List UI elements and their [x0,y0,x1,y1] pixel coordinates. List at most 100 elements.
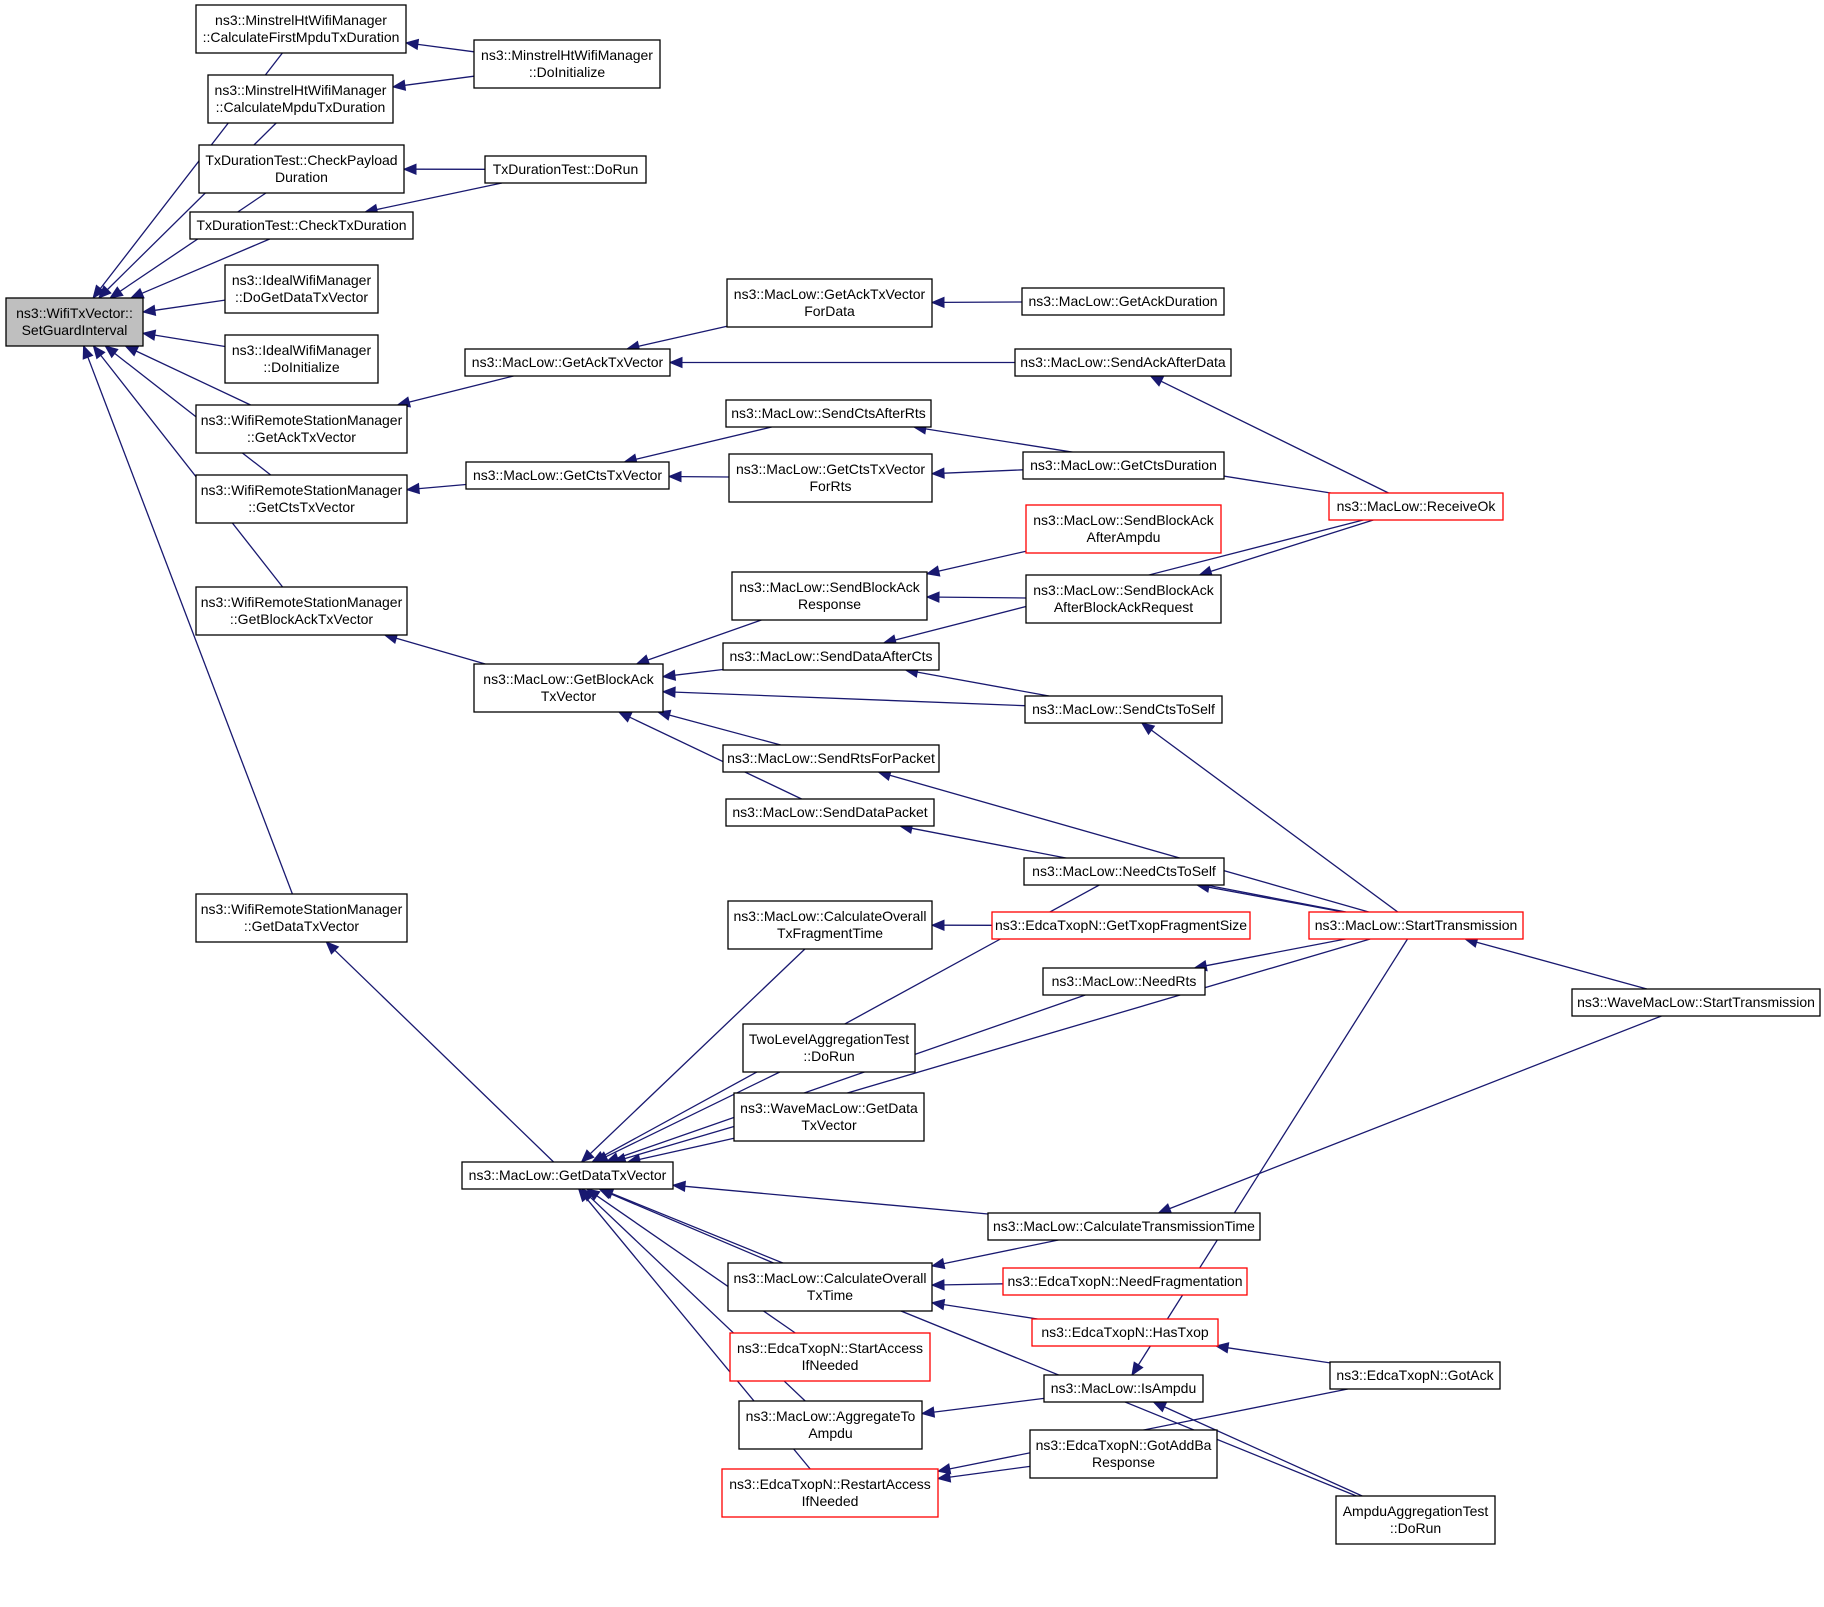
node-ml-sba-abr[interactable]: ns3::MacLow::SendBlockAckAfterBlockAckRe… [1025,574,1222,624]
node-box[interactable] [731,571,928,621]
node-wrsm-ack[interactable]: ns3::WifiRemoteStationManager::GetAckTxV… [195,404,408,454]
node-mh-mpdu[interactable]: ns3::MinstrelHtWifiManager::CalculateMpd… [207,74,394,124]
node-box[interactable] [461,1161,674,1190]
node-box[interactable] [1014,348,1232,377]
node-box[interactable] [1025,574,1222,624]
node-box[interactable] [464,348,671,377]
node-tdt-txdur[interactable]: TxDurationTest::CheckTxDuration [189,211,414,240]
node-box[interactable] [195,893,408,943]
node-ed-gotack[interactable]: ns3::EdcaTxopN::GotAck [1329,1361,1501,1390]
node-ml-ctsself[interactable]: ns3::MacLow::SendCtsToSelf [1024,695,1223,724]
node-box[interactable] [729,1332,931,1382]
node-box[interactable] [207,74,394,124]
node-wrsm-data[interactable]: ns3::WifiRemoteStationManager::GetDataTx… [195,893,408,943]
node-box[interactable] [1335,1495,1496,1545]
node-ml-rts[interactable]: ns3::MacLow::SendRtsForPacket [722,744,940,773]
node-box[interactable] [195,586,408,636]
node-box[interactable] [195,474,408,524]
node-box[interactable] [195,4,407,54]
node-box[interactable] [5,297,144,347]
node-box[interactable] [1329,1361,1501,1390]
node-box[interactable] [721,1468,939,1518]
node-box[interactable] [733,1092,925,1142]
node-wave-gdtv[interactable]: ns3::WaveMacLow::GetDataTxVector [733,1092,925,1142]
node-box[interactable] [1328,492,1504,521]
node-ml-data[interactable]: ns3::MacLow::GetDataTxVector [461,1161,674,1190]
node-ml-ackdur[interactable]: ns3::MacLow::GetAckDuration [1021,287,1225,316]
node-ml-needcts[interactable]: ns3::MacLow::NeedCtsToSelf [1023,857,1225,886]
node-box[interactable] [722,744,940,773]
node-ml-sdac[interactable]: ns3::MacLow::SendDataAfterCts [722,642,940,671]
node-ml-start[interactable]: ns3::MacLow::StartTransmission [1308,911,1524,940]
node-ml-ctt[interactable]: ns3::MacLow::CalculateTransmissionTime [987,1212,1261,1241]
node-tdt-dorun[interactable]: TxDurationTest::DoRun [484,155,647,184]
node-box[interactable] [1043,1374,1204,1403]
node-ml-sdp[interactable]: ns3::MacLow::SendDataPacket [725,798,935,827]
node-box[interactable] [727,900,933,950]
node-ml-isampdu[interactable]: ns3::MacLow::IsAmpdu [1043,1374,1204,1403]
node-ml-ba[interactable]: ns3::MacLow::GetBlockAckTxVector [473,663,664,713]
node-box[interactable] [484,155,647,184]
node-mh-first[interactable]: ns3::MinstrelHtWifiManager::CalculateFir… [195,4,407,54]
node-box[interactable] [224,264,379,314]
node-aat-dorun[interactable]: AmpduAggregationTest::DoRun [1335,1495,1496,1545]
node-ml-recv[interactable]: ns3::MacLow::ReceiveOk [1328,492,1504,521]
node-box[interactable] [1021,287,1225,316]
node-box[interactable] [726,278,933,328]
node-box[interactable] [473,39,661,89]
node-box[interactable] [991,911,1251,940]
node-box[interactable] [1002,1267,1248,1296]
node-ml-ack[interactable]: ns3::MacLow::GetAckTxVector [464,348,671,377]
node-box[interactable] [722,642,940,671]
node-box[interactable] [1042,967,1206,996]
node-box[interactable] [1022,451,1225,480]
node-box[interactable] [473,663,664,713]
node-tla-dorun[interactable]: TwoLevelAggregationTest::DoRun [742,1023,916,1073]
node-mh-doinit[interactable]: ns3::MinstrelHtWifiManager::DoInitialize [473,39,661,89]
node-box[interactable] [1024,695,1223,724]
node-box[interactable] [189,211,414,240]
node-ml-ctsdur[interactable]: ns3::MacLow::GetCtsDuration [1022,451,1225,480]
node-box[interactable] [224,334,379,384]
node-ml-sendack[interactable]: ns3::MacLow::SendAckAfterData [1014,348,1232,377]
node-ml-cts[interactable]: ns3::MacLow::GetCtsTxVector [465,461,670,490]
node-ml-sendcts[interactable]: ns3::MacLow::SendCtsAfterRts [725,399,932,428]
node-iw-getdata[interactable]: ns3::IdealWifiManager::DoGetDataTxVector [224,264,379,314]
node-box[interactable] [198,144,405,194]
node-box[interactable] [1308,911,1524,940]
node-box[interactable] [725,798,935,827]
node-root[interactable]: ns3::WifiTxVector::SetGuardInterval [5,297,144,347]
node-iw-doinit[interactable]: ns3::IdealWifiManager::DoInitialize [224,334,379,384]
node-box[interactable] [727,1262,933,1312]
node-box[interactable] [987,1212,1261,1241]
node-wave-start[interactable]: ns3::WaveMacLow::StartTransmission [1571,988,1821,1017]
node-box[interactable] [1023,857,1225,886]
node-box[interactable] [465,461,670,490]
node-box[interactable] [1571,988,1821,1017]
node-box[interactable] [742,1023,916,1073]
node-box[interactable] [1029,1429,1218,1479]
node-wrsm-cts[interactable]: ns3::WifiRemoteStationManager::GetCtsTxV… [195,474,408,524]
node-box[interactable] [195,404,408,454]
node-box[interactable] [728,453,933,503]
node-box[interactable] [738,1400,923,1450]
node-box[interactable] [1025,504,1222,554]
node-ed-needfrag[interactable]: ns3::EdcaTxopN::NeedFragmentation [1002,1267,1248,1296]
node-ed-gtfs[interactable]: ns3::EdcaTxopN::GetTxopFragmentSize [991,911,1251,940]
node-box[interactable] [1031,1318,1219,1347]
node-ed-hastxop[interactable]: ns3::EdcaTxopN::HasTxop [1031,1318,1219,1347]
node-ml-cotft[interactable]: ns3::MacLow::CalculateOverallTxFragmentT… [727,900,933,950]
node-wrsm-ba[interactable]: ns3::WifiRemoteStationManager::GetBlockA… [195,586,408,636]
node-ml-needrts[interactable]: ns3::MacLow::NeedRts [1042,967,1206,996]
node-box[interactable] [725,399,932,428]
